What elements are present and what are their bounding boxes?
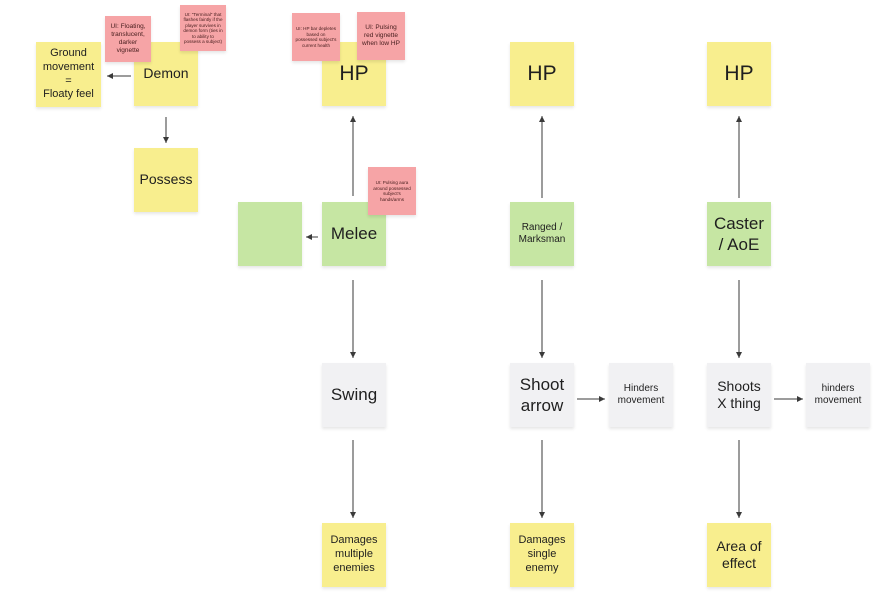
- sticky-note-ui-floating[interactable]: UI: Floating, translucent, darker vignet…: [105, 16, 151, 62]
- sticky-note-blank-green[interactable]: [238, 202, 302, 266]
- sticky-note-hp-caster[interactable]: HP: [707, 42, 771, 106]
- sticky-note-caster-aoe[interactable]: Caster / AoE: [707, 202, 771, 266]
- sticky-note-possess[interactable]: Possess: [134, 148, 198, 212]
- sticky-note-hp-ranged[interactable]: HP: [510, 42, 574, 106]
- sticky-note-shoot-arrow[interactable]: Shoot arrow: [510, 363, 574, 427]
- sticky-note-ui-terminal[interactable]: UI: "Terminal" that flashes faintly if t…: [180, 5, 226, 51]
- sticky-note-damages-single[interactable]: Damages single enemy: [510, 523, 574, 587]
- sticky-note-demon[interactable]: Demon: [134, 42, 198, 106]
- sticky-note-ui-pulsing-red[interactable]: UI: Pulsing red vignette when low HP: [357, 12, 405, 60]
- sticky-note-ui-hp-bar[interactable]: UI: HP bar depletes based on possessed s…: [292, 13, 340, 61]
- sticky-note-swing[interactable]: Swing: [322, 363, 386, 427]
- sticky-note-area-of-effect[interactable]: Area of effect: [707, 523, 771, 587]
- sticky-note-ui-pulsing-aura[interactable]: UI: Pulsing aura around possessed subjec…: [368, 167, 416, 215]
- sticky-note-ranged-marksman[interactable]: Ranged / Marksman: [510, 202, 574, 266]
- sticky-note-hinders-movement-ranged[interactable]: Hinders movement: [609, 363, 673, 427]
- sticky-note-ground-movement[interactable]: Ground movement = Floaty feel: [36, 42, 101, 107]
- sticky-note-shoots-x-thing[interactable]: Shoots X thing: [707, 363, 771, 427]
- sticky-note-damages-multiple[interactable]: Damages multiple enemies: [322, 523, 386, 587]
- sticky-note-hinders-movement-caster[interactable]: hinders movement: [806, 363, 870, 427]
